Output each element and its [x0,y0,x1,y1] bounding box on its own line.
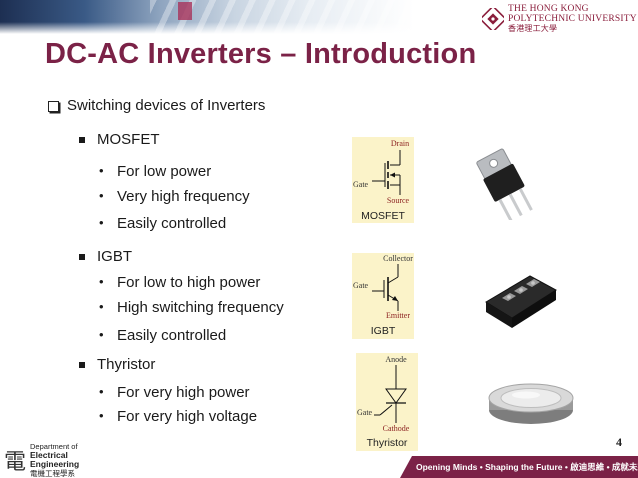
thyristor-caption: Thyristor [366,437,408,449]
igbt-collector-label: Collector [383,254,413,263]
igbt-point-1: For low to high power [117,274,261,291]
igbt-emitter-label: Emitter [386,311,410,320]
university-name-line2: Polytechnic University [508,14,637,24]
university-name-line1: The Hong Kong [508,4,589,14]
mosfet-caption: MOSFET [361,210,405,222]
department-logo: 電 Department of Electrical Engineering 電… [0,442,110,478]
mosfet-point-1: For low power [117,163,212,180]
footer-bar [400,456,638,478]
dot-bullet-icon: • [99,188,104,203]
dot-bullet-icon: • [99,327,104,342]
thyristor-disc-image [488,383,574,424]
dot-bullet-icon: • [99,384,104,399]
mosfet-symbol: Drain Gate Source MOSFET [352,137,414,223]
dot-bullet-icon: • [99,274,104,289]
dot-bullet-icon: • [99,215,104,230]
thyristor-cathode-label: Cathode [383,424,410,433]
mosfet-point-3: Easily controlled [117,215,227,232]
device-name-mosfet: MOSFET [97,131,160,148]
mosfet-drain-label: Drain [391,139,409,148]
square-bullet-icon [79,362,85,368]
igbt-symbol: Collector Gate Emitter IGBT [352,253,414,339]
university-name-cn: 香港理工大學 [508,24,558,33]
mosfet-package-image [476,148,533,220]
mosfet-symbol-icon: Drain Gate Source [353,139,410,205]
square-bullet-icon [79,254,85,260]
dot-bullet-icon: • [99,408,104,423]
department-line1: Department of [30,442,78,451]
mosfet-gate-label: Gate [353,180,369,189]
igbt-module-image [485,275,557,328]
dot-bullet-icon: • [99,299,104,314]
thyristor-point-1: For very high power [117,384,250,401]
header-banner [0,0,638,34]
thyristor-anode-label: Anode [385,355,407,364]
igbt-point-3: Easily controlled [117,327,227,344]
page-number: 4 [616,435,622,449]
department-line3: 電機工程學系 [30,469,76,478]
dot-bullet-icon: • [99,163,104,178]
university-logo: The Hong Kong Polytechnic University 香港理… [482,4,637,34]
device-name-thyristor: Thyristor [97,356,156,373]
mosfet-source-label: Source [387,196,410,205]
device-name-igbt: IGBT [97,248,133,265]
footer-tagline: Opening Minds • Shaping the Future • 啟迪思… [416,462,638,472]
igbt-point-2: High switching frequency [117,299,284,316]
section-heading: Switching devices of Inverters [67,97,266,114]
thyristor-symbol-icon: Anode Gate Cathode [357,355,410,433]
department-glyph: 電 [4,450,27,475]
checkbox-bullet-icon [48,101,59,112]
thyristor-point-2: For very high voltage [117,408,258,425]
igbt-caption: IGBT [370,325,396,337]
thyristor-symbol: Anode Gate Cathode Thyristor [356,353,418,451]
slide-title: DC-AC Inverters – Introduction [45,38,477,70]
square-bullet-icon [79,137,85,143]
department-line2: Electrical Engineering [30,450,80,469]
igbt-symbol-icon: Collector Gate Emitter [353,254,413,320]
thyristor-gate-label: Gate [357,408,373,417]
igbt-gate-label: Gate [353,281,369,290]
mosfet-point-2: Very high frequency [117,188,250,205]
polyu-logo-icon [482,8,504,30]
